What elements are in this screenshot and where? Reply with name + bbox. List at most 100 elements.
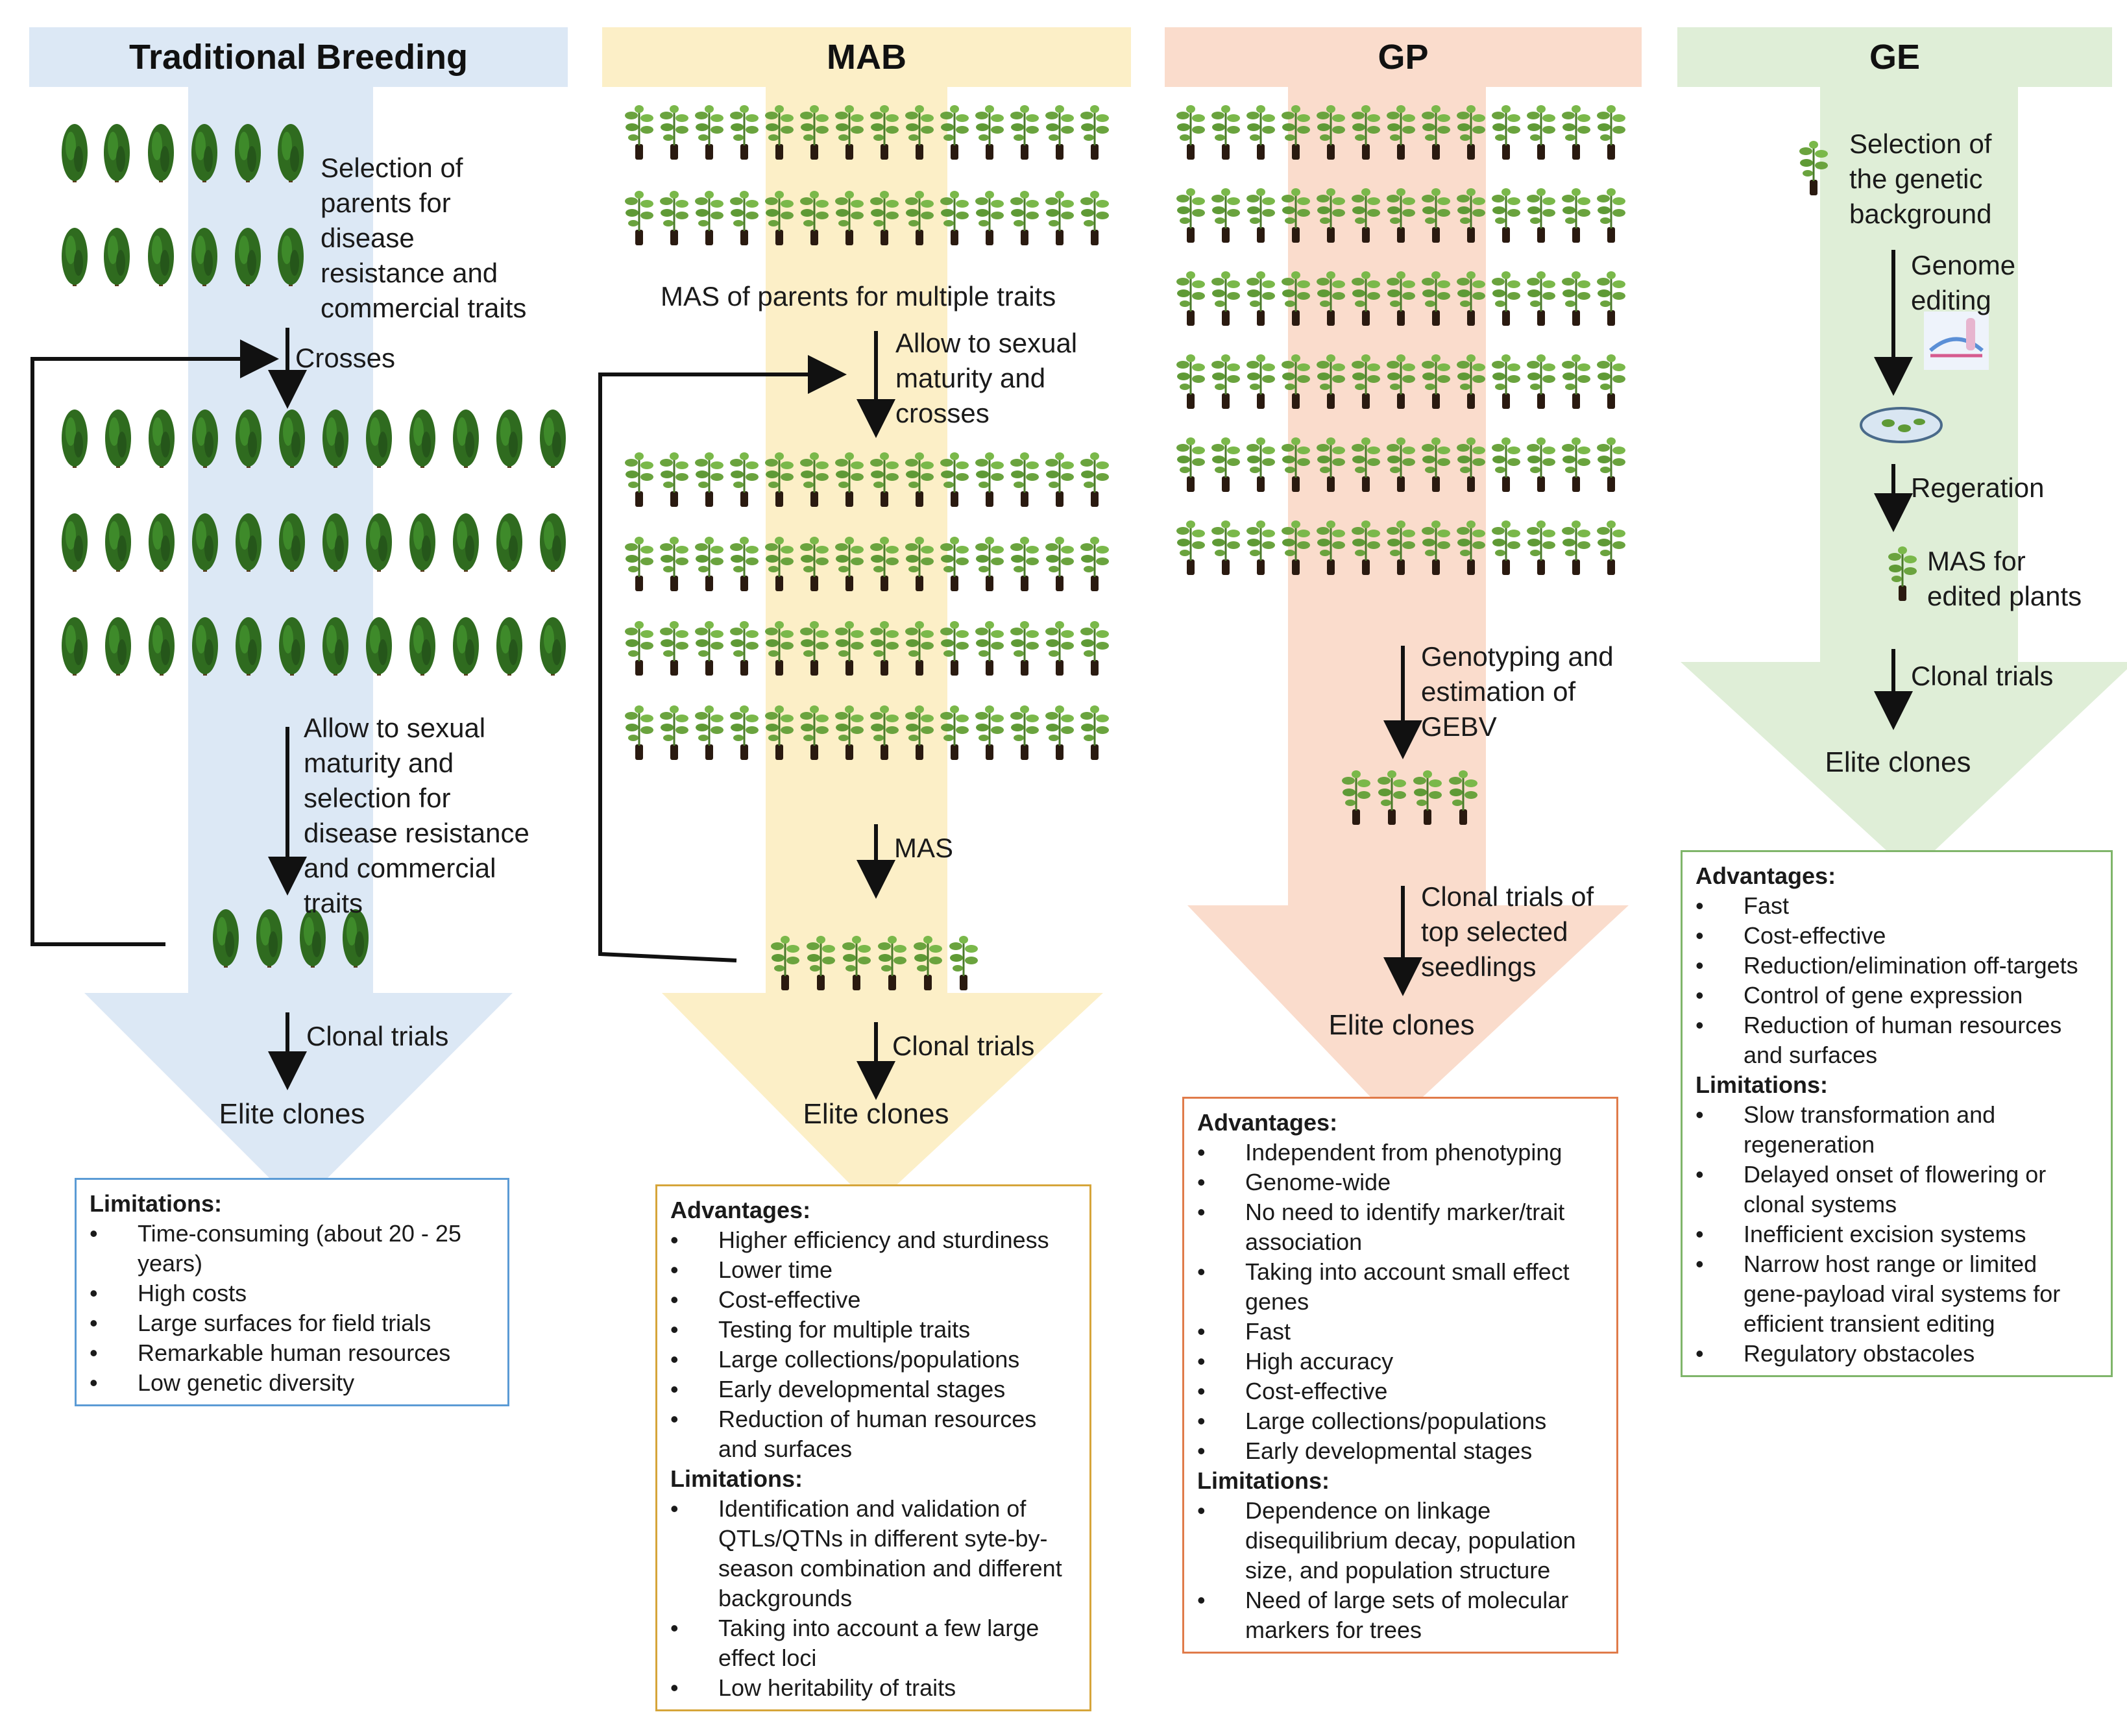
ge-header: GE xyxy=(1677,27,2112,87)
seedling-icon xyxy=(974,189,1005,247)
seedling-icon xyxy=(1525,353,1557,410)
petri-dish-icon xyxy=(1860,407,1943,443)
tb-elite-clones: Elite clones xyxy=(219,1098,365,1130)
mab-advantages-list: Higher efficiency and sturdiness Lower t… xyxy=(670,1225,1076,1464)
ge-title: GE xyxy=(1869,38,1921,77)
seedling-icon xyxy=(1561,353,1592,410)
list-item: Large collections/populations xyxy=(670,1345,1076,1375)
mab-step-mas: MAS xyxy=(894,833,954,863)
seedling-icon xyxy=(1561,104,1592,161)
tree-icon xyxy=(409,513,435,572)
tree-icon xyxy=(496,410,522,468)
seedling-icon xyxy=(1210,187,1241,244)
tree-icon xyxy=(496,617,522,676)
seedling-icon xyxy=(1044,620,1075,677)
seedling-icon xyxy=(624,104,655,161)
seedling-icon xyxy=(1009,104,1040,161)
seedling-icon xyxy=(1044,451,1075,508)
ge-elite-clones: Elite clones xyxy=(1825,746,1971,778)
ge-editing-icon xyxy=(1924,312,1989,370)
seedling-icon xyxy=(1175,519,1206,576)
seedling-icon xyxy=(1079,451,1110,508)
seedling-icon xyxy=(729,535,760,593)
seedling-icon xyxy=(729,451,760,508)
ge-step-mas-edited: MAS for edited plants xyxy=(1927,546,2082,611)
seedling-icon xyxy=(1175,187,1206,244)
list-item: Early developmental stages xyxy=(1197,1436,1603,1466)
list-item: Early developmental stages xyxy=(670,1375,1076,1404)
seedling-icon xyxy=(1079,535,1110,593)
tb-limitations-title: Limitations: xyxy=(90,1190,222,1217)
gp-step-genotyping: Genotyping and estimation of GEBV xyxy=(1421,641,1614,742)
list-item: Genome-wide xyxy=(1197,1168,1603,1197)
list-item: Independent from phenotyping xyxy=(1197,1138,1603,1168)
tree-icon xyxy=(453,513,479,572)
seedling-icon xyxy=(659,104,690,161)
seedling-icon xyxy=(1079,104,1110,161)
seedling-icon xyxy=(974,104,1005,161)
mab-advantages-title: Advantages: xyxy=(670,1197,811,1223)
seedling-icon xyxy=(1245,187,1276,244)
gp-title: GP xyxy=(1378,38,1429,77)
seedling-icon xyxy=(1044,104,1075,161)
tree-icon xyxy=(149,410,175,468)
seedling-icon xyxy=(1490,519,1522,576)
list-item: Delayed onset of flowering or clonal sys… xyxy=(1696,1160,2098,1219)
seedling-icon xyxy=(1561,187,1592,244)
seedling-icon xyxy=(1490,353,1522,410)
seedling-icon xyxy=(729,704,760,761)
ge-info-box: Advantages: Fast Cost-effective Reductio… xyxy=(1681,850,2113,1377)
seedling-icon xyxy=(1175,104,1206,161)
seedling-icon xyxy=(1245,270,1276,327)
list-item: Control of gene expression xyxy=(1696,981,2098,1010)
seedling-icon xyxy=(1525,104,1557,161)
seedling-icon xyxy=(1175,353,1206,410)
list-item: Remarkable human resources xyxy=(90,1338,494,1368)
seedling-icon xyxy=(1561,270,1592,327)
seedling-icon xyxy=(729,104,760,161)
list-item: Fast xyxy=(1197,1317,1603,1347)
seedling-icon xyxy=(729,620,760,677)
mab-step-mas-parents: MAS of parents for multiple traits xyxy=(661,281,1056,312)
list-item: Higher efficiency and sturdiness xyxy=(670,1225,1076,1255)
seedling-icon xyxy=(1245,353,1276,410)
seedling-icon xyxy=(1245,436,1276,493)
tree-icon xyxy=(62,513,88,572)
seedling-icon xyxy=(659,704,690,761)
seedling-icon xyxy=(1044,704,1075,761)
seedling-icon xyxy=(624,451,655,508)
seedling-icon xyxy=(1079,620,1110,677)
seedling-icon xyxy=(1596,436,1627,493)
mab-elite-clones: Elite clones xyxy=(803,1098,949,1130)
tb-step-sexual-maturity: Allow to sexual maturity and selection f… xyxy=(304,713,529,918)
seedling-icon xyxy=(1044,189,1075,247)
seedling-icon xyxy=(1079,189,1110,247)
list-item: Slow transformation and regeneration xyxy=(1696,1100,2098,1160)
gp-step-clonal-trials: Clonal trials of top selected seedlings xyxy=(1421,881,1594,982)
seedling-icon xyxy=(1009,620,1040,677)
gp-background-arrow xyxy=(1187,62,1629,1123)
list-item: Low heritability of traits xyxy=(670,1673,1076,1703)
mab-step-clonal-trials: Clonal trials xyxy=(892,1031,1035,1061)
seedling-icon xyxy=(624,189,655,247)
ge-advantages-title: Advantages: xyxy=(1696,862,1836,889)
tb-step-selection-parents: Selection of parents for disease resista… xyxy=(321,153,527,323)
list-item: Reduction of human resources and surface… xyxy=(670,1404,1076,1464)
tree-icon xyxy=(409,617,435,676)
list-item: Low genetic diversity xyxy=(90,1368,494,1398)
mab-info-box: Advantages: Higher efficiency and sturdi… xyxy=(655,1184,1091,1711)
seedling-icon xyxy=(1596,519,1627,576)
ge-step-regeration: Regeration xyxy=(1911,472,2045,503)
ge-step-selection: Selection of the genetic background xyxy=(1849,128,1992,229)
mab-step-sexual-maturity: Allow to sexual maturity and crosses xyxy=(895,328,1078,428)
seedling-icon xyxy=(624,535,655,593)
list-item: High costs xyxy=(90,1278,494,1308)
gp-info-box: Advantages: Independent from phenotyping… xyxy=(1182,1097,1618,1654)
tree-icon xyxy=(105,410,131,468)
ge-advantages-list: Fast Cost-effective Reduction/eliminatio… xyxy=(1696,891,2098,1070)
seedling-icon xyxy=(1245,104,1276,161)
seedling-icon xyxy=(624,704,655,761)
seedling-icon xyxy=(659,451,690,508)
gp-limitations-list: Dependence on linkage disequilibrium dec… xyxy=(1197,1496,1603,1645)
